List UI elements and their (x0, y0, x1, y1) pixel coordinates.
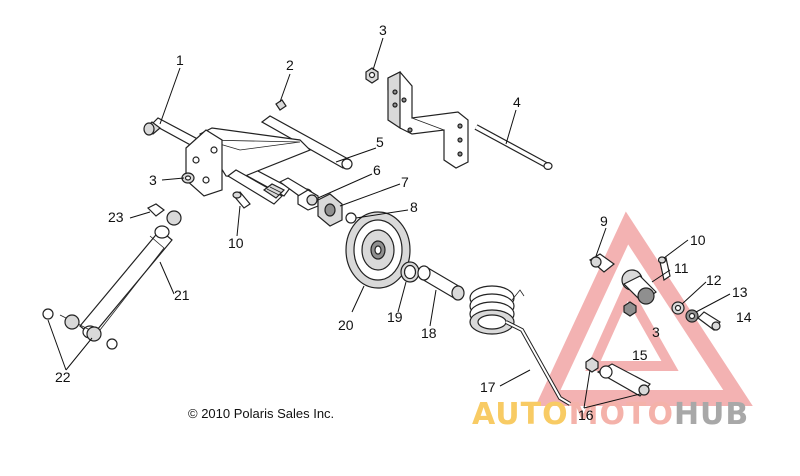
callout-23: 23 (108, 209, 124, 225)
part-bushing-18 (417, 265, 465, 301)
part-cam-11 (621, 269, 657, 305)
part-bracket-plate (387, 71, 469, 169)
part-nut-13 (685, 309, 699, 323)
callout-4: 4 (513, 94, 521, 110)
callout-2: 2 (286, 57, 294, 73)
callout-18: 18 (421, 325, 437, 341)
callout-17: 17 (480, 379, 496, 395)
callout-13: 13 (732, 284, 748, 300)
callout-10-left: 10 (228, 235, 244, 251)
part-nut-top (365, 67, 379, 84)
part-nut-3-right (623, 301, 637, 317)
callout-20: 20 (338, 317, 354, 333)
callout-16: 16 (578, 407, 594, 423)
callout-5: 5 (376, 134, 384, 150)
callout-19: 19 (387, 309, 403, 325)
callout-9: 9 (600, 213, 608, 229)
callout-6: 6 (373, 162, 381, 178)
copyright-notice: © 2010 Polaris Sales Inc. (188, 406, 334, 421)
watermark-auto: AUTO (472, 397, 569, 432)
callout-14: 14 (736, 309, 752, 325)
callout-10-right: 10 (690, 232, 706, 248)
part-pin-10-right (657, 256, 671, 281)
part-pin-10-left (232, 191, 251, 209)
callout-11: 11 (674, 260, 689, 276)
callout-12: 12 (706, 272, 722, 288)
part-ring-8 (345, 212, 357, 224)
callout-15: 15 (632, 347, 648, 363)
callout-21: 21 (174, 287, 190, 303)
part-block-7 (317, 193, 343, 227)
part-bushing-9 (588, 253, 615, 273)
callout-22: 22 (55, 369, 71, 385)
part-spring-17 (469, 285, 572, 406)
callout-labels: 1 2 3 3 4 5 6 7 8 9 10 10 11 12 13 14 3 … (55, 22, 752, 423)
callout-7: 7 (401, 174, 409, 190)
callout-3-top: 3 (379, 22, 387, 38)
leader-lines (47, 37, 731, 409)
callout-1: 1 (176, 52, 184, 68)
callout-3-right: 3 (652, 324, 660, 340)
watermark-hub: HUB (674, 397, 749, 432)
watermark-moto: MOTO (569, 397, 674, 432)
part-rod-4 (474, 124, 553, 171)
part-bolt-2 (275, 99, 287, 111)
part-nut-16 (585, 357, 599, 373)
part-lever-15 (596, 363, 651, 397)
part-bushing-23 (146, 203, 182, 226)
part-ring-19 (400, 261, 420, 283)
watermark-logo: AUTOMOTOHUB (472, 211, 753, 432)
part-bushing-22 (42, 308, 118, 350)
part-shaft-arm-1 (143, 115, 353, 205)
part-bolt-14 (697, 311, 721, 331)
callout-3-left: 3 (149, 172, 157, 188)
part-washer-12 (671, 301, 685, 315)
part-wheel-20 (345, 211, 411, 289)
svg-text:AUTOMOTOHUB: AUTOMOTOHUB (472, 397, 749, 432)
watermark-triangle-outer (535, 211, 753, 406)
watermark-triangle-inner (585, 278, 679, 371)
callout-8: 8 (410, 199, 418, 215)
